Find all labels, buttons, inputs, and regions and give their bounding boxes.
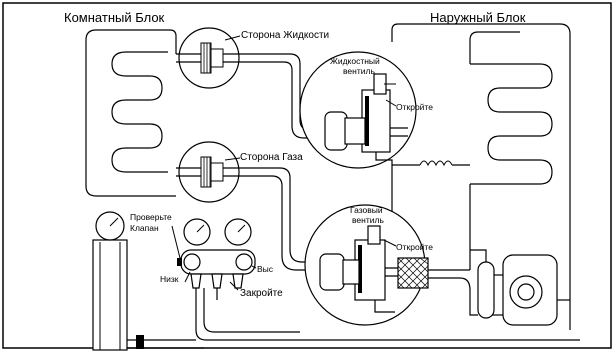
- manifold-gauge: [92, 211, 580, 351]
- gas-valve-label-line2: вентиль: [352, 215, 384, 225]
- open-liquid-label: Откройте: [396, 102, 433, 112]
- gas-valve-label-line1: Газовый: [350, 205, 383, 215]
- indoor-unit-label: Комнатный Блок: [64, 10, 165, 25]
- outdoor-unit-outline: [391, 23, 571, 330]
- indoor-unit-outline-top: [96, 29, 177, 42]
- outdoor-unit: [391, 23, 571, 330]
- outdoor-unit-label: Наружный Блок: [430, 10, 526, 25]
- capillary-coil: [419, 160, 453, 167]
- liquid-side-label: Сторона Жидкости: [241, 30, 329, 41]
- low-pressure-label: Низк: [160, 274, 179, 284]
- indoor-unit-outline-left: [85, 29, 176, 197]
- gas-side-label: Сторона Газа: [240, 152, 303, 163]
- liquid-valve-label-line2: вентиль: [343, 66, 375, 76]
- gas-valve: [304, 204, 478, 326]
- gas-side-connection: [176, 141, 320, 271]
- charging-cylinder: [92, 239, 128, 351]
- liquid-valve: [299, 51, 417, 169]
- liquid-valve-label-line1: Жидкостный: [330, 56, 380, 66]
- high-pressure-label: Выс: [257, 264, 274, 274]
- check-valve-label-line1: Проверьте: [130, 212, 172, 222]
- liquid-side-connection: [176, 27, 322, 139]
- open-gas-label: Откройте: [396, 242, 433, 252]
- close-label: Закройте: [240, 288, 283, 299]
- frame: [2, 2, 612, 349]
- outdoor-coil: [470, 63, 553, 185]
- indoor-unit: [85, 29, 177, 197]
- check-valve-label-line2: Клапан: [130, 223, 159, 233]
- indoor-coil: [111, 51, 168, 173]
- accumulator: [477, 261, 495, 319]
